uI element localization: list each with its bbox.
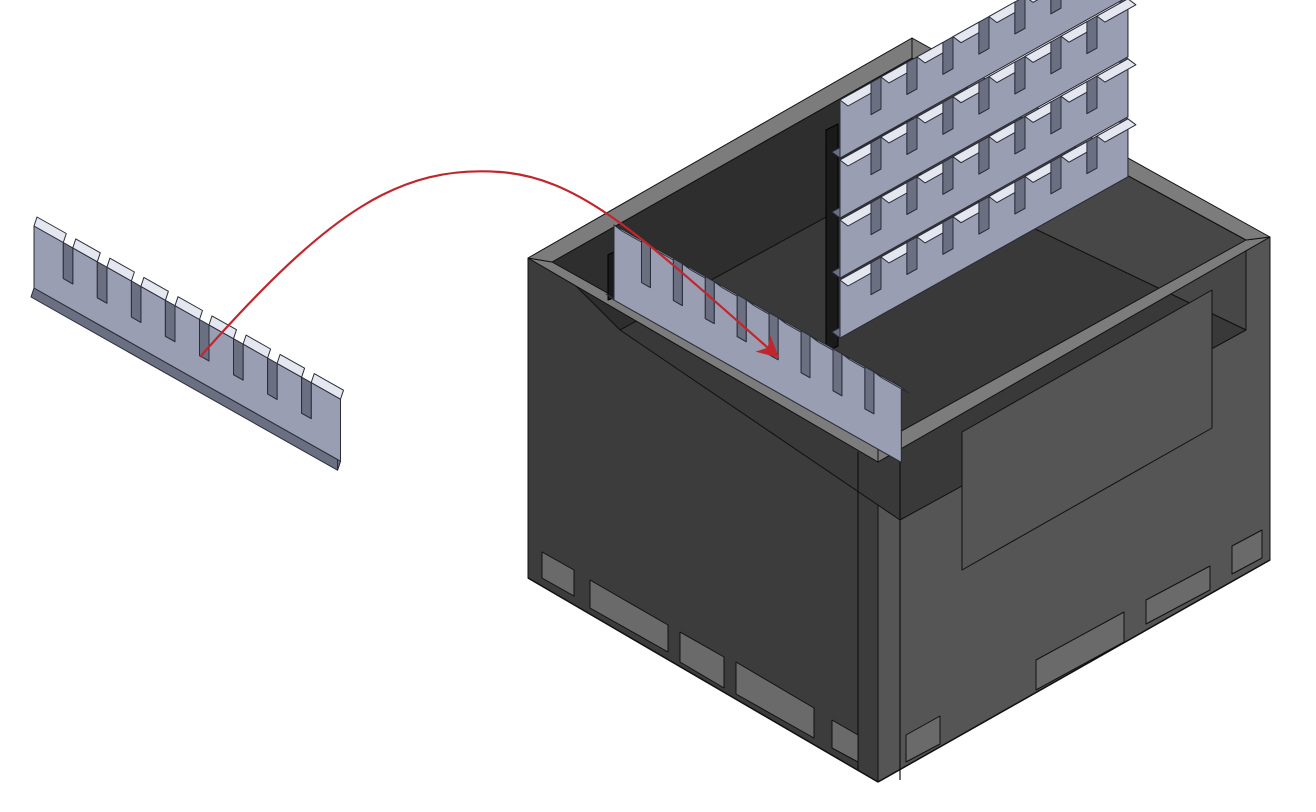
- bin-base-edge: [527, 577, 879, 783]
- slot-shadow: [978, 76, 990, 115]
- bin-side-panel: [961, 289, 1213, 571]
- slot-shadow: [864, 366, 875, 415]
- loose-divider-body: [30, 216, 344, 471]
- fork-pocket: [735, 661, 815, 739]
- slot-shadow: [942, 216, 954, 255]
- bin-base-edge: [877, 559, 1271, 783]
- slot-shadow: [870, 136, 882, 176]
- tooth-top-face: [106, 257, 135, 282]
- slot-shadow: [1014, 115, 1026, 155]
- slot-shadow: [978, 196, 990, 235]
- slot-shadow: [1050, 95, 1062, 135]
- slot-shadow: [1014, 0, 1026, 35]
- slot-shadow: [870, 256, 882, 296]
- slot-shadow: [1086, 135, 1098, 175]
- tooth-top-face: [242, 334, 272, 359]
- divider-front-face: [33, 225, 341, 462]
- divider-rail: [825, 123, 839, 353]
- insertion-arrow: [199, 170, 780, 358]
- slot-shadow: [267, 357, 278, 400]
- slot-shadow: [1050, 35, 1062, 75]
- installed-divider: [831, 0, 1124, 159]
- slot-shadow: [736, 294, 747, 343]
- slot-shadow: [870, 76, 882, 116]
- fork-pocket: [831, 719, 859, 763]
- slot-shadow: [906, 116, 918, 155]
- slot-shadow: [1086, 15, 1098, 55]
- slot-shadow: [1050, 155, 1062, 195]
- slot-shadow: [800, 330, 811, 379]
- tooth-top-face: [310, 373, 344, 400]
- slot-shadow: [942, 156, 954, 195]
- installed-divider: [831, 112, 1137, 339]
- slot-shadow: [870, 196, 882, 236]
- loose-slotted-divider: [30, 216, 344, 471]
- slot-shadow: [906, 56, 918, 95]
- tooth-top-face: [1028, 0, 1039, 3]
- slot-shadow: [1014, 55, 1026, 95]
- slot-shadow: [704, 276, 715, 325]
- slot-shadow: [832, 348, 843, 397]
- tooth-top-face: [1096, 58, 1137, 83]
- tooth-top-face: [174, 296, 203, 320]
- fork-pocket: [1231, 529, 1263, 575]
- slot-shadow: [62, 242, 74, 285]
- slot-shadow: [233, 338, 244, 381]
- tooth-top-face: [276, 353, 306, 378]
- installed-divider: [831, 0, 1137, 219]
- fork-pocket: [541, 551, 575, 597]
- fork-pocket: [1145, 565, 1211, 625]
- slot-shadow: [1086, 75, 1098, 115]
- tooth-top-face: [873, 371, 910, 394]
- tooth-top-face: [72, 238, 101, 263]
- tooth-top-face: [140, 276, 169, 301]
- tooth-top-face: [1096, 118, 1137, 143]
- slot-shadow: [96, 261, 108, 304]
- slot-shadow: [1014, 175, 1026, 215]
- installed-divider: [831, 52, 1137, 279]
- slot-shadow: [1050, 0, 1062, 15]
- tooth-top-face: [208, 315, 237, 340]
- slot-shadow: [906, 236, 918, 275]
- slot-shadow: [942, 96, 954, 135]
- tooth-top-face: [33, 216, 67, 243]
- pallet-bin: [527, 0, 1271, 783]
- slot-shadow: [301, 376, 312, 420]
- slot-shadow: [641, 240, 651, 289]
- fork-pocket: [589, 579, 669, 653]
- slot-shadow: [978, 16, 990, 55]
- fork-pocket: [679, 631, 725, 689]
- tooth-top-face: [1096, 0, 1137, 23]
- slot-shadow: [942, 36, 954, 75]
- slot-shadow: [130, 280, 142, 323]
- slot-shadow: [978, 136, 990, 175]
- slot-shadow: [906, 176, 918, 215]
- slot-shadow: [164, 299, 176, 343]
- bin-floor: [619, 169, 1247, 521]
- fork-pocket: [905, 715, 941, 763]
